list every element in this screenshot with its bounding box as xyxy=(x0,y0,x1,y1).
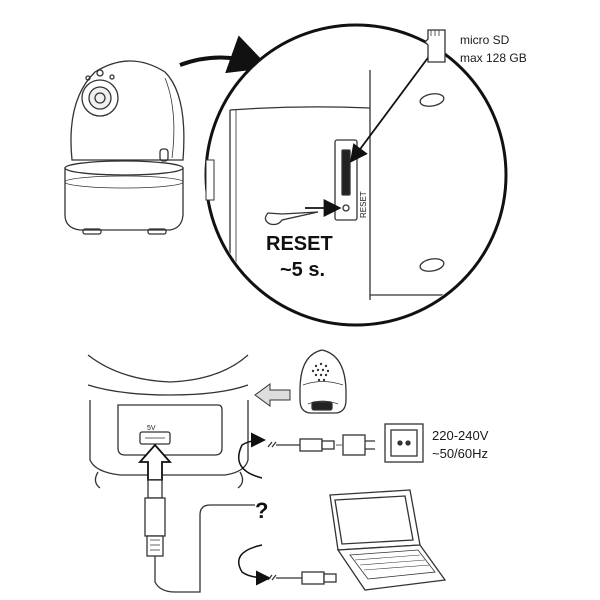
laptop-icon xyxy=(329,489,447,591)
curve-arrow-to-adapter xyxy=(238,432,266,479)
plug-in-arrow xyxy=(138,443,172,481)
speaker-grille xyxy=(311,362,330,382)
reset-instruction-line2: ~5 s. xyxy=(280,259,325,281)
power-spec-line2: ~50/60Hz xyxy=(432,446,488,461)
usb-plug-adapter xyxy=(267,434,375,456)
sd-pointer-line xyxy=(349,54,431,163)
connection-question-mark: ? xyxy=(255,498,268,523)
micro-sd-card-icon xyxy=(424,29,446,63)
sd-card-label-line2: max 128 GB xyxy=(460,51,527,65)
reset-pin-icon xyxy=(264,211,319,226)
magnified-side-view xyxy=(204,23,508,327)
camera-base-back-view xyxy=(87,354,249,489)
port-label: 5V xyxy=(147,425,156,432)
sd-card-label-line1: micro SD xyxy=(460,33,510,47)
wall-socket-icon xyxy=(384,423,424,463)
curve-arrow-to-laptop xyxy=(238,544,271,586)
usb-plug-laptop xyxy=(267,571,337,585)
magnify-arrow xyxy=(179,35,270,74)
camera-back-view xyxy=(299,349,347,414)
power-spec-line1: 220-240V xyxy=(432,428,489,443)
usb-cable xyxy=(144,479,255,593)
slot-reset-label: RESET xyxy=(359,191,368,218)
camera-front-illustration xyxy=(64,60,185,235)
view-direction-arrow xyxy=(254,383,291,407)
reset-instruction-line1: RESET xyxy=(266,233,333,255)
